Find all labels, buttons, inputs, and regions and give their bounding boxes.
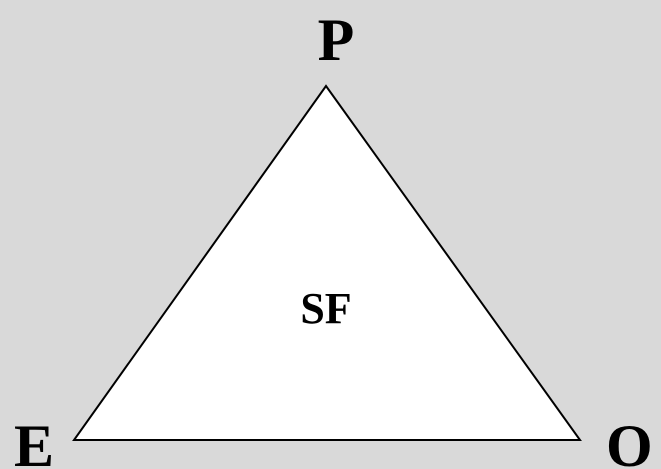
center-label: SF	[300, 284, 351, 333]
vertex-label-top: P	[318, 7, 355, 73]
vertex-label-bottom-left: E	[14, 413, 54, 469]
triangle-shape	[72, 84, 582, 441]
vertex-label-bottom-right: O	[606, 413, 653, 469]
